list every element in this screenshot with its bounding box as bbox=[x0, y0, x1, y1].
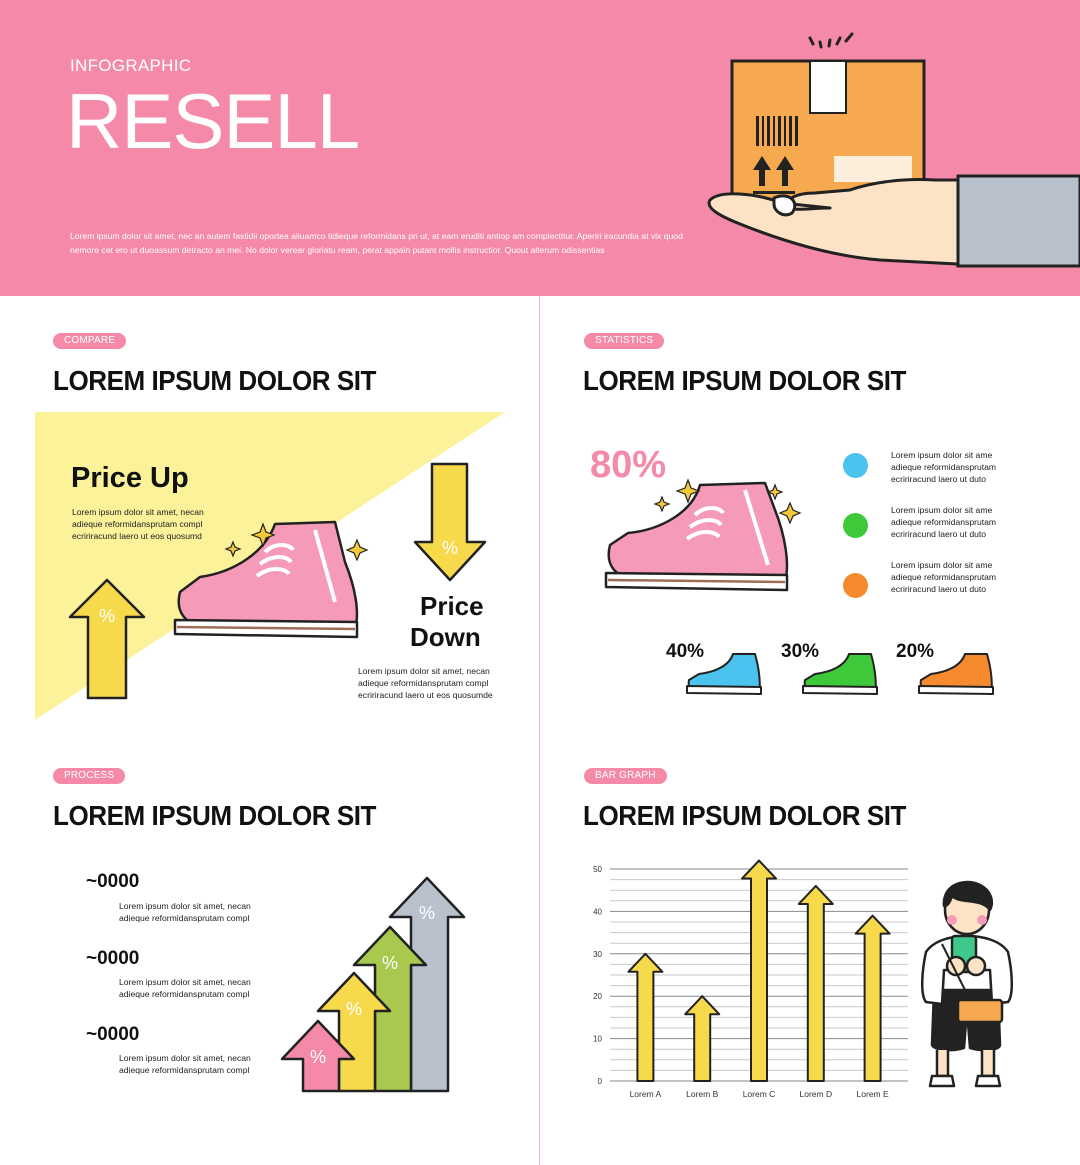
bar-arrow-5 bbox=[854, 914, 891, 1082]
bag-icon bbox=[956, 998, 1004, 1024]
process-arrows: % % % % bbox=[280, 876, 466, 1093]
price-up-label: Price Up bbox=[71, 462, 189, 494]
blue-sneaker-icon bbox=[686, 653, 762, 695]
svg-text:%: % bbox=[442, 538, 458, 558]
svg-text:%: % bbox=[382, 953, 398, 973]
bar-arrow-4 bbox=[797, 884, 834, 1082]
svg-text:%: % bbox=[310, 1047, 326, 1067]
stat-sneaker-illustration bbox=[604, 478, 802, 592]
pink-sneaker-icon bbox=[604, 481, 789, 592]
bargraph-tag: BAR GRAPH bbox=[584, 768, 667, 784]
y-tick-label: 30 bbox=[593, 950, 602, 959]
stat-percent-1: 40% bbox=[666, 641, 705, 662]
down-arrow-icon: % bbox=[413, 462, 487, 582]
compare-tag: COMPARE bbox=[53, 333, 127, 349]
header-banner: INFOGRAPHIC RESELL Lorem ipsum dolor sit… bbox=[0, 0, 1080, 296]
gray-arrow-icon bbox=[388, 876, 466, 1093]
x-tick-label: Lorem C bbox=[743, 1089, 776, 1099]
header-kicker: INFOGRAPHIC bbox=[70, 56, 192, 75]
process-title: LOREM IPSUM DOLOR SIT bbox=[53, 800, 376, 831]
svg-text:%: % bbox=[99, 606, 115, 626]
svg-text:%: % bbox=[419, 903, 435, 923]
green-sneaker-icon bbox=[802, 653, 878, 695]
hand-box-illustration bbox=[707, 32, 1080, 268]
legend-dot-green bbox=[843, 513, 868, 538]
bar-arrow-3 bbox=[741, 859, 777, 1082]
green-arrow-icon bbox=[352, 925, 428, 1093]
legend-dot-orange bbox=[843, 573, 868, 598]
person-illustration bbox=[921, 880, 1013, 1088]
main-percent: 80% bbox=[590, 444, 667, 486]
page-title: RESELL bbox=[66, 77, 360, 165]
price-down-label: Price Down bbox=[410, 591, 484, 652]
y-tick-label: 50 bbox=[593, 865, 602, 874]
sparkle-icon bbox=[653, 478, 802, 525]
pink-arrow-icon bbox=[280, 1019, 356, 1093]
sparkle-icon bbox=[224, 522, 369, 562]
header-body-text: Lorem ipsum dolor sit amet, nec an autem… bbox=[70, 231, 683, 255]
process-step-2-label: ~0000 bbox=[86, 948, 140, 969]
legend-dot-blue bbox=[843, 453, 868, 478]
process-step-3-label: ~0000 bbox=[86, 1024, 140, 1045]
y-tick-label: 40 bbox=[593, 907, 602, 916]
pink-sneaker-icon bbox=[173, 520, 359, 639]
sparkle-icon bbox=[808, 32, 854, 49]
process-tag: PROCESS bbox=[53, 768, 126, 784]
statistics-tag: STATISTICS bbox=[584, 333, 665, 349]
y-tick-label: 0 bbox=[598, 1077, 603, 1086]
bargraph-title: LOREM IPSUM DOLOR SIT bbox=[583, 800, 906, 831]
process-step-1-label: ~0000 bbox=[86, 871, 140, 892]
svg-text:%: % bbox=[346, 999, 362, 1019]
small-sneakers bbox=[686, 653, 994, 695]
compare-title: LOREM IPSUM DOLOR SIT bbox=[53, 365, 376, 396]
bar-arrow-2 bbox=[684, 995, 721, 1082]
x-tick-label: Lorem D bbox=[800, 1089, 833, 1099]
x-tick-label: Lorem B bbox=[686, 1089, 718, 1099]
section-divider bbox=[539, 296, 540, 1165]
orange-sneaker-icon bbox=[918, 653, 994, 695]
x-tick-label: Lorem E bbox=[857, 1089, 889, 1099]
yellow-arrow-icon bbox=[316, 971, 392, 1093]
stat-percent-2: 30% bbox=[781, 641, 820, 662]
statistics-title: LOREM IPSUM DOLOR SIT bbox=[583, 365, 906, 396]
x-tick-label: Lorem A bbox=[630, 1089, 662, 1099]
y-tick-label: 20 bbox=[593, 992, 602, 1001]
bar-arrow-1 bbox=[627, 952, 664, 1082]
up-arrow-icon: % bbox=[68, 578, 146, 700]
y-tick-label: 10 bbox=[593, 1035, 602, 1044]
stat-percent-3: 20% bbox=[896, 641, 935, 662]
compare-graphic: % % bbox=[35, 412, 505, 720]
